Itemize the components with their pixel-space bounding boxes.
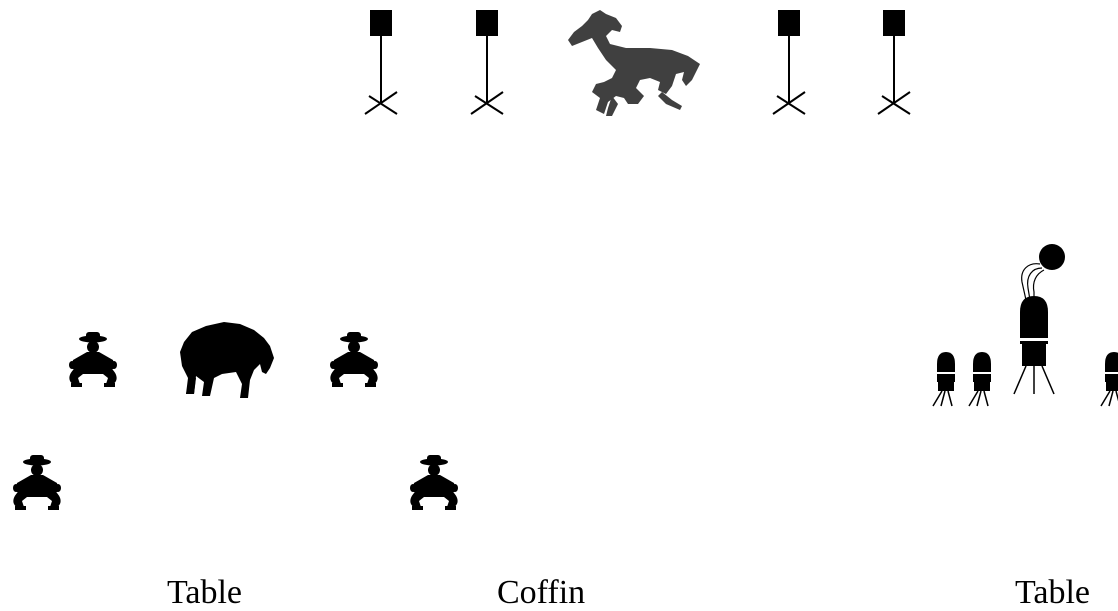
caption-left: Table xyxy=(167,576,242,610)
crouching-cowboy-icon xyxy=(330,332,378,387)
crouching-cowboy-icon xyxy=(13,455,61,510)
target-stand-icon xyxy=(773,10,805,114)
plate-target-icon xyxy=(1101,352,1118,406)
bomb-target-icon xyxy=(1014,244,1065,394)
caption-right: Table xyxy=(1015,576,1090,610)
target-stand-icon xyxy=(878,10,910,114)
caption-middle: Coffin xyxy=(497,576,585,610)
crouching-cowboy-icon xyxy=(410,455,458,510)
buffalo-icon xyxy=(180,322,274,398)
target-stand-icon xyxy=(471,10,503,114)
target-stand-icon xyxy=(365,10,397,114)
running-horse-icon xyxy=(568,10,700,116)
plate-target-icon xyxy=(933,352,957,406)
crouching-cowboy-icon xyxy=(69,332,117,387)
plate-target-icon xyxy=(969,352,993,406)
